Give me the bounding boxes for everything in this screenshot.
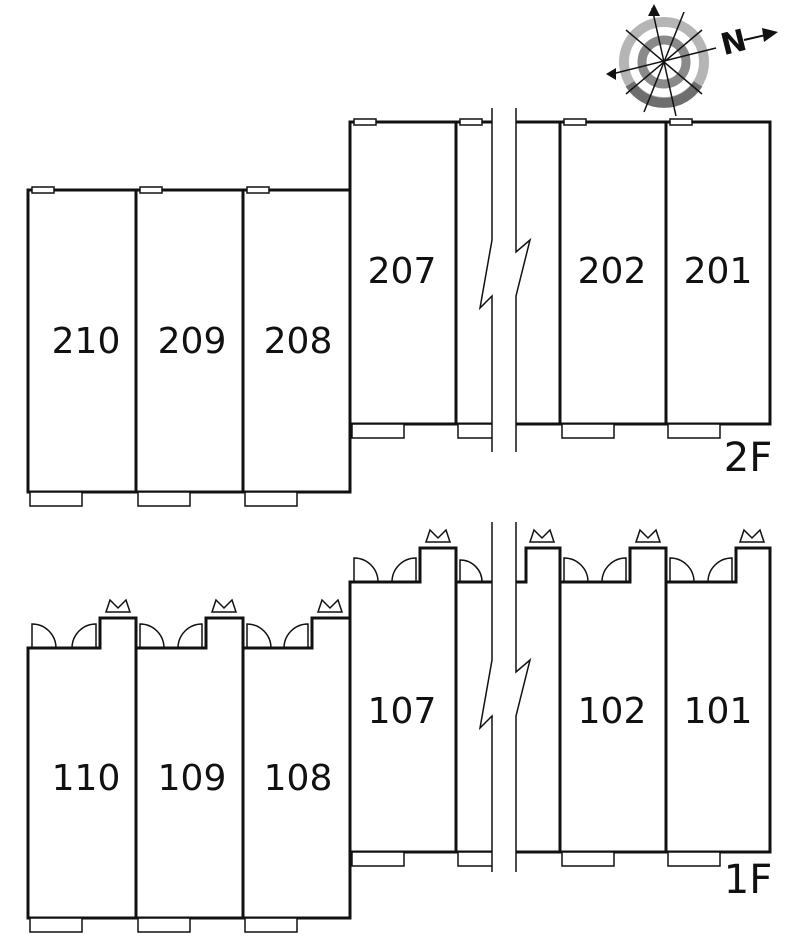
floor-2f: 210 209 208 207 202 201 2F (26, 108, 772, 507)
floor-label: 1F (724, 857, 772, 903)
unit-label: 107 (368, 691, 437, 732)
unit-label: 201 (684, 251, 753, 292)
unit-label: 210 (52, 321, 121, 362)
floor-1f: 110 109 108 107 102 101 1F (26, 522, 772, 933)
unit-label: 209 (158, 321, 227, 362)
unit-label: 202 (578, 251, 647, 292)
unit-label: 208 (264, 321, 333, 362)
unit-label: 110 (52, 758, 121, 799)
unit-label: 101 (684, 691, 753, 732)
floor-label: 2F (724, 435, 772, 481)
compass-north-label: N (717, 23, 750, 63)
unit-label: 207 (368, 251, 437, 292)
unit-label: 109 (158, 758, 227, 799)
compass-icon: N (606, 4, 778, 117)
unit-label: 108 (264, 758, 333, 799)
unit-label: 102 (578, 691, 647, 732)
